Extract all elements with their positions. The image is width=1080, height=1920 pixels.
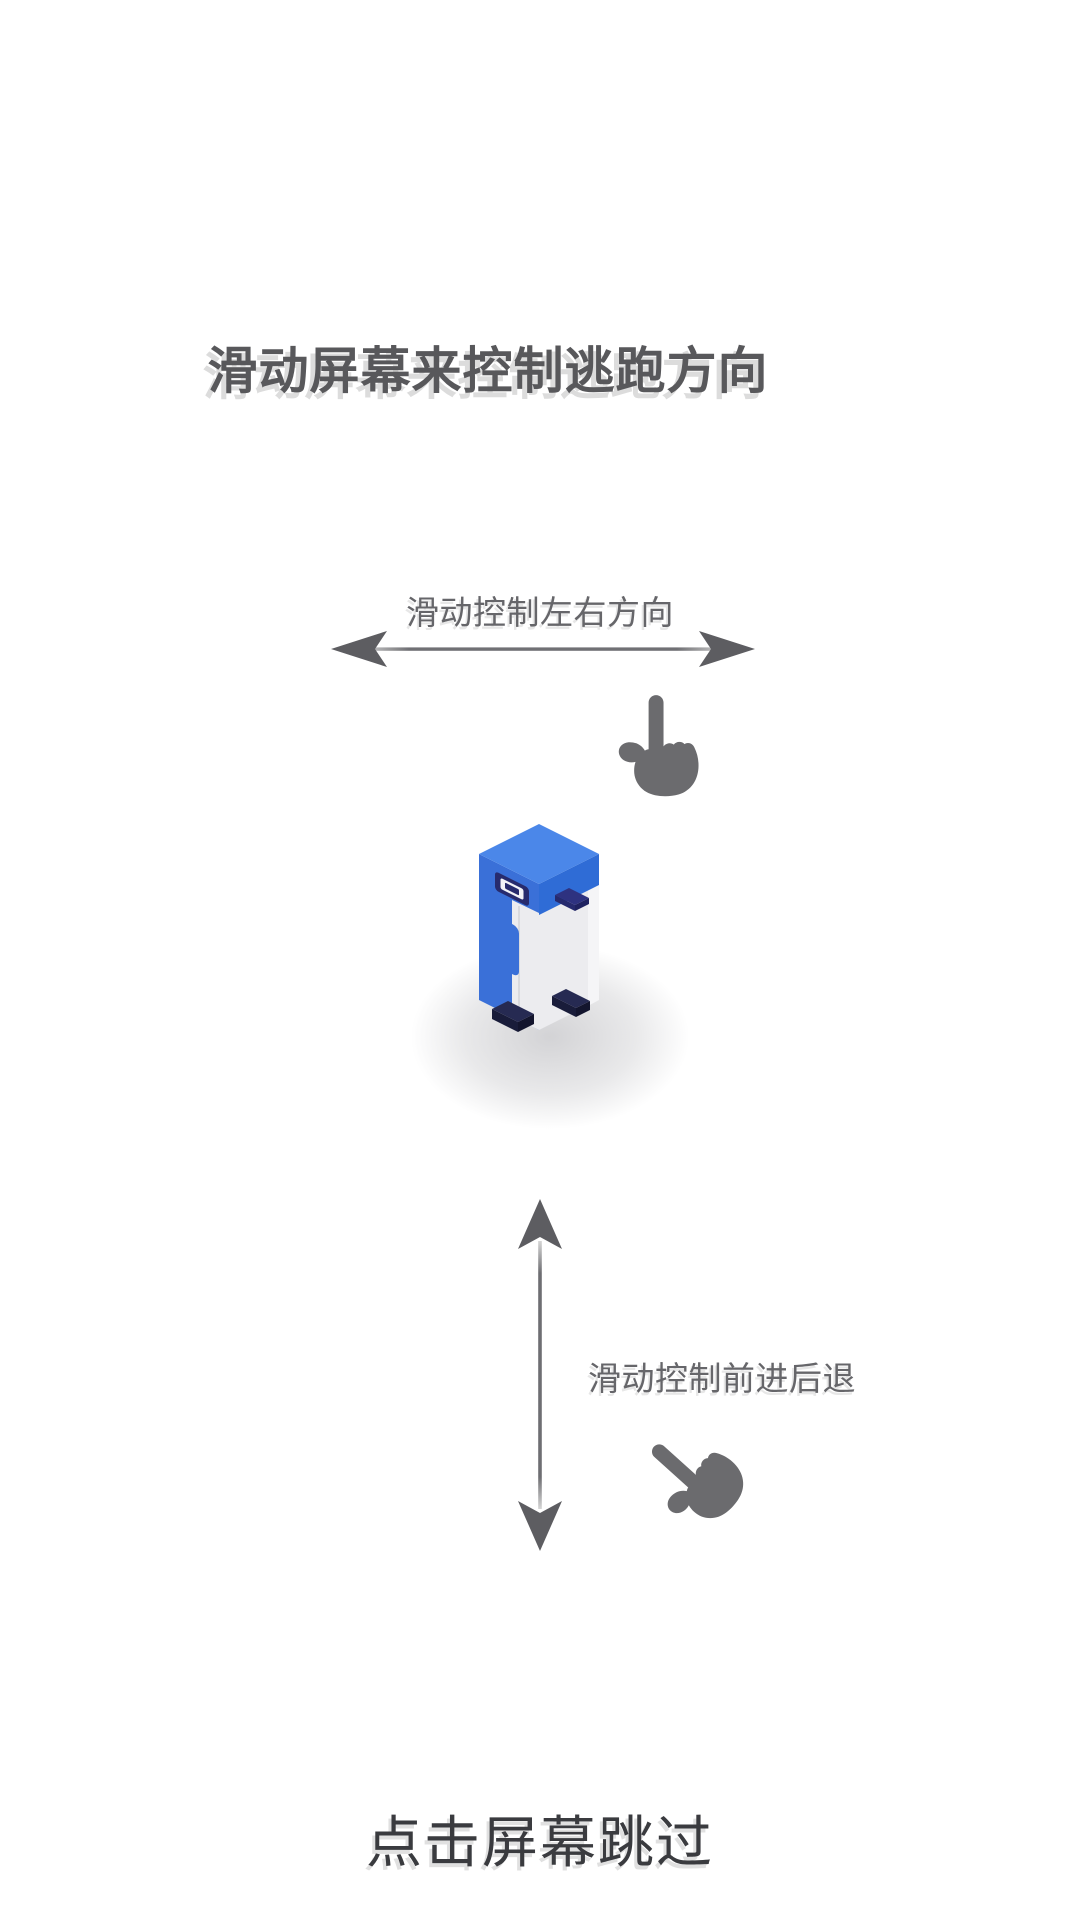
hand-pointer-diagonal-icon	[651, 1444, 744, 1519]
page-title: 滑动屏幕来控制逃跑方向	[207, 343, 769, 399]
mascot-character	[479, 824, 599, 1032]
vertical-swipe-hint-label: 滑动控制前进后退	[588, 1360, 856, 1397]
horizontal-swipe-hint-label: 滑动控制左右方向	[406, 594, 674, 631]
vertical-swipe-arrow-icon	[518, 1199, 562, 1551]
skip-tutorial-label[interactable]: 点击屏幕跳过	[366, 1811, 714, 1874]
hand-pointer-up-icon	[618, 695, 699, 797]
horizontal-swipe-arrow-icon	[331, 631, 755, 667]
